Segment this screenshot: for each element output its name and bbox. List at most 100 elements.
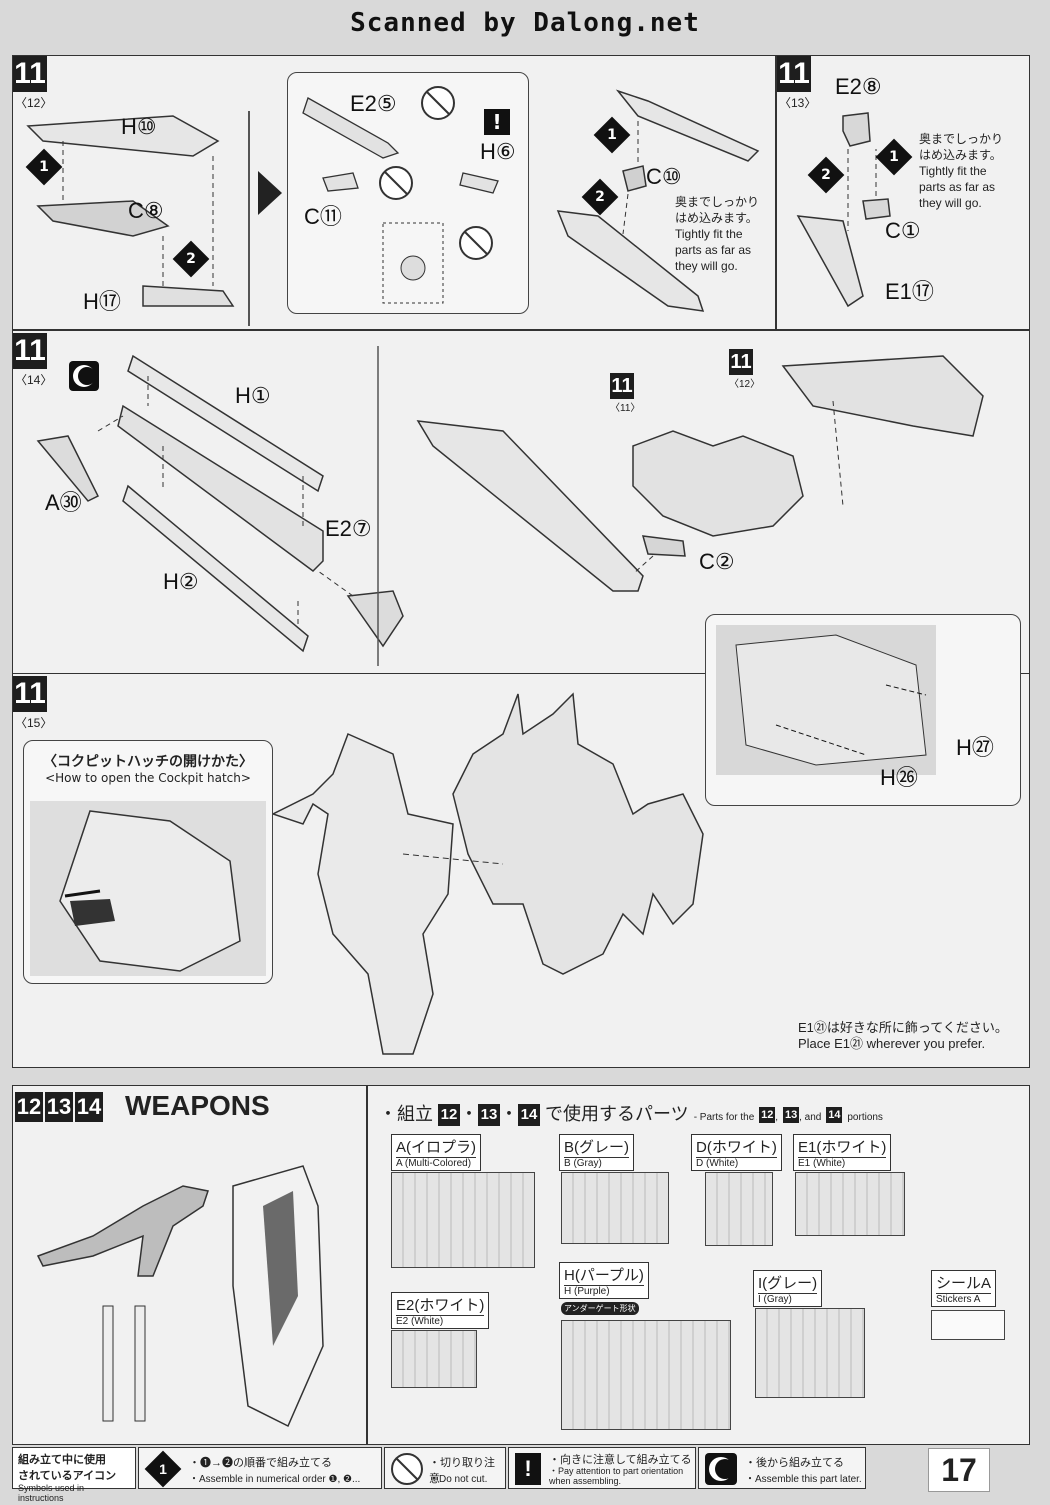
runner-sprue-i	[755, 1308, 865, 1398]
legend-item-assemble-later: ・後から組み立てる ・Assemble this part later.	[698, 1447, 866, 1489]
legend-title-en: Symbols used in instructions	[18, 1483, 85, 1503]
substep-ref: 〈11〉	[610, 403, 641, 414]
detail-zoom-illustration	[716, 625, 936, 775]
step-number: 13	[478, 1104, 501, 1127]
runner-jp: H(パープル)	[564, 1267, 644, 1284]
note-line: Place E1㉑ wherever you prefer.	[798, 1036, 986, 1051]
step11-panel-top: 11 〈12〉 1 2 H⑩ C⑧ H⑰ E2⑤ H⑥ C⑪ !	[12, 55, 1030, 330]
part-label: H⑥	[480, 139, 516, 164]
step-number: 12	[438, 1104, 461, 1127]
step-number: 14	[75, 1092, 103, 1122]
order-1-icon: 1	[593, 116, 631, 154]
runner-en: H (Purple)	[564, 1285, 644, 1297]
runner-en: E1 (White)	[798, 1157, 887, 1169]
anodize-tag: アンダーゲート形状	[561, 1302, 639, 1315]
order-2-icon: 2	[172, 240, 210, 278]
runner-en: B (Gray)	[564, 1157, 629, 1169]
runner-en: A (Multi-Colored)	[396, 1157, 476, 1169]
weapons-step-badges: 12 13 14	[15, 1092, 103, 1122]
step-number: 14	[826, 1107, 843, 1124]
runner-label-h: H(パープル) H (Purple)	[559, 1262, 649, 1299]
parts-heading-en-pre: - Parts for the	[693, 1112, 755, 1123]
cockpit-title-en: <How to open the Cockpit hatch>	[45, 771, 251, 785]
note-line: parts as far as	[675, 243, 752, 257]
note-line: parts as far as	[919, 180, 996, 194]
runner-en: Stickers A	[936, 1293, 992, 1305]
runner-en: I (Gray)	[758, 1293, 818, 1305]
note-line: Tightly fit the	[675, 227, 743, 241]
detail-box: E2⑤ H⑥ C⑪ !	[287, 72, 529, 314]
order-2-icon: 2	[807, 156, 845, 194]
attention-icon: !	[515, 1453, 541, 1485]
part-label: C②	[699, 549, 735, 574]
legend-jp: ・切り取り注意	[429, 1457, 495, 1485]
legend-title-jp: されているアイコン	[18, 1470, 117, 1482]
weapons-illustration	[36, 1165, 324, 1428]
runner-label-e2: E2(ホワイト) E2 (White)	[391, 1292, 490, 1329]
parts-heading: ・組立 12・13・14 で使用するパーツ - Parts for the 12…	[379, 1100, 883, 1127]
step-number: 12	[759, 1107, 776, 1124]
runner-label-a: A(イロプラ) A (Multi-Colored)	[391, 1134, 481, 1171]
cockpit-hatch-inset: 〈コクピットハッチの開けかた〉 <How to open the Cockpit…	[23, 740, 273, 984]
assembly-illustration	[273, 692, 704, 1055]
runner-sprue-e1	[795, 1172, 905, 1236]
part-label: H㉗	[956, 735, 994, 760]
note-line: はめ込みます。	[675, 211, 758, 225]
runner-jp: E2(ホワイト)	[396, 1297, 485, 1314]
runner-label-b: B(グレー) B (Gray)	[559, 1134, 634, 1171]
runner-jp: I(グレー)	[758, 1275, 818, 1292]
legend-en: ・Assemble this part later.	[745, 1474, 862, 1485]
runner-sprue-a	[391, 1172, 535, 1268]
order-1-icon: 1	[25, 148, 63, 186]
part-label: H②	[163, 569, 199, 594]
substep-ref: 〈12〉	[729, 379, 761, 390]
part-label: H①	[235, 383, 271, 408]
part-label: H㉖	[880, 765, 918, 790]
part-label: E1⑰	[885, 279, 934, 304]
part-label: C①	[885, 218, 921, 243]
runner-en: D (White)	[696, 1157, 777, 1169]
runner-sprue-b	[561, 1172, 669, 1244]
cockpit-title-jp: 〈コクピットハッチの開けかた〉	[43, 754, 253, 770]
legend-title-jp: 組み立て中に使用	[18, 1454, 106, 1466]
step-number: 13	[783, 1107, 800, 1124]
sticker-sheet	[931, 1310, 1005, 1340]
part-label: H⑩	[121, 114, 157, 139]
parts-heading-jp-tail: で使用するパーツ	[545, 1104, 689, 1124]
runner-sprue-h	[561, 1320, 731, 1430]
diagram-sub12-right	[556, 89, 760, 312]
legend-jp: ・❶→❷の順番で組み立てる	[189, 1457, 332, 1469]
diagram-sub12-left	[26, 111, 250, 326]
runner-label-stickers: シールA Stickers A	[931, 1270, 997, 1307]
part-label: E2⑧	[835, 74, 882, 99]
parts-heading-sep: ・	[500, 1104, 519, 1124]
do-not-cut-icon	[391, 1453, 423, 1485]
weapons-panel: 12 13 14 WEAPONS ・組立 12・13・14 で使用するパーツ -…	[12, 1085, 1030, 1445]
parts-heading-jp: ・組立	[379, 1104, 433, 1124]
runner-jp: B(グレー)	[564, 1139, 629, 1156]
place-note: E1㉑は好きな所に飾ってください。 Place E1㉑ wherever you…	[798, 1020, 1008, 1052]
step11-panel-15: 11 〈15〉 〈コクピットハッチの開けかた〉 <How to open the…	[12, 614, 1030, 1068]
step-number: 11	[777, 56, 811, 92]
substep-label: 〈14〉	[15, 373, 53, 387]
legend-jp: ・後から組み立てる	[745, 1457, 844, 1469]
diagram-sub14-right	[416, 355, 984, 592]
order-1-icon: 1	[875, 138, 913, 176]
detail-zoom-box: H㉗ H㉖	[705, 614, 1021, 806]
step-number: 13	[45, 1092, 73, 1122]
step-ref-11: 11	[729, 349, 753, 375]
attention-icon: !	[484, 109, 510, 135]
legend-item-orientation: ! ・向きに注意して組み立てる ・Pay attention to part o…	[508, 1447, 696, 1489]
runner-jp: D(ホワイト)	[696, 1139, 777, 1156]
diagram-sub14-left	[36, 346, 404, 666]
assemble-later-icon	[705, 1453, 737, 1485]
order-2-icon: 2	[581, 178, 619, 216]
fit-note: 奥までしっかり はめ込みます。 Tightly fit the parts as…	[675, 194, 759, 274]
note-line: 奥までしっかり	[919, 132, 1004, 146]
part-label: H⑰	[83, 289, 121, 314]
parts-heading-en-tail: portions	[847, 1112, 883, 1123]
legend-en: ・Do not cut.	[429, 1474, 488, 1485]
parts-heading-en-and: , and	[799, 1112, 822, 1123]
legend-item-do-not-cut: ・切り取り注意 ・Do not cut.	[384, 1447, 506, 1489]
substep-label: 〈15〉	[15, 716, 53, 730]
